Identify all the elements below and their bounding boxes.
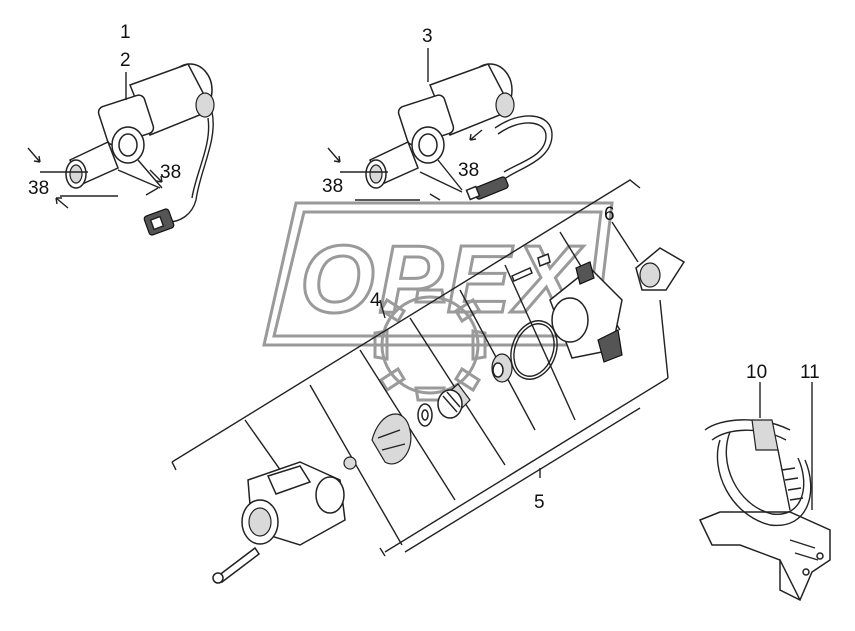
leader-lines (40, 48, 813, 510)
callout-11: 11 (800, 362, 820, 383)
callout-38-left-a: 38 (28, 178, 49, 199)
callout-3: 3 (422, 26, 433, 47)
callout-38-mid-a: 38 (322, 176, 343, 197)
pump-assembly-left (65, 63, 215, 236)
callout-5: 5 (534, 492, 545, 513)
arrow-markers (27, 129, 483, 209)
watermark-text: OPEX (300, 226, 584, 333)
pump-assembly-middle (365, 63, 553, 201)
callout-6: 6 (604, 204, 615, 225)
callout-10: 10 (746, 362, 767, 383)
exploded-internals (171, 179, 686, 584)
mounting-bracket (698, 419, 831, 602)
callout-labels: 1 2 3 4 5 6 10 11 38 38 38 38 (28, 22, 820, 513)
callout-1: 1 (120, 22, 131, 43)
callout-4: 4 (370, 290, 381, 311)
opex-watermark-logo: OPEX (262, 201, 614, 402)
callout-2: 2 (120, 50, 131, 71)
callout-38-mid-b: 38 (458, 160, 479, 181)
callout-38-left-b: 38 (160, 162, 181, 183)
